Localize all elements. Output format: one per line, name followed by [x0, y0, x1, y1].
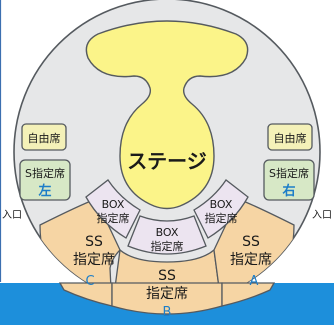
- ss-c-label-2: 指定席: [73, 252, 115, 268]
- ss-a-label-2: 指定席: [230, 252, 272, 268]
- box-section-center[interactable]: [127, 215, 207, 255]
- box-section-left[interactable]: [85, 179, 141, 239]
- s-reserved-right-side: 右: [281, 183, 295, 199]
- stage-area: [85, 20, 249, 210]
- ss-b-letter: B: [163, 305, 172, 320]
- ss-a-letter: A: [250, 274, 259, 289]
- free-seating-right[interactable]: [267, 123, 313, 151]
- stage-label: ステージ: [127, 149, 207, 173]
- ss-c-label-1: SS: [85, 234, 103, 250]
- s-reserved-left[interactable]: [19, 159, 71, 201]
- ss-a-label-1: SS: [242, 234, 260, 250]
- ss-c-letter: C: [85, 274, 94, 289]
- s-reserved-left-side: 左: [38, 183, 51, 199]
- ss-b-label-1: SS: [158, 268, 176, 284]
- s-reserved-right-label: S指定席: [269, 166, 309, 180]
- box-section-right[interactable]: [193, 179, 249, 239]
- ss-b-label-2: 指定席: [146, 286, 188, 302]
- box-left-label-2: 指定席: [97, 211, 130, 225]
- free-seating-left[interactable]: [21, 123, 67, 151]
- free-seating-left-label: 自由席: [28, 131, 61, 145]
- entrance-right-label: 入口: [312, 210, 332, 221]
- free-seating-right-label: 自由席: [274, 131, 307, 145]
- box-center-label-2: 指定席: [151, 239, 184, 253]
- ss-section-a-lower: [221, 282, 276, 307]
- box-center-label-1: BOX: [156, 226, 179, 239]
- box-left-label-1: BOX: [102, 198, 125, 211]
- box-right-label-1: BOX: [210, 198, 233, 211]
- entrance-left-label: 入口: [2, 210, 22, 221]
- box-right-label-2: 指定席: [205, 211, 238, 225]
- s-reserved-right[interactable]: [263, 159, 315, 201]
- s-reserved-left-label: S指定席: [25, 166, 65, 180]
